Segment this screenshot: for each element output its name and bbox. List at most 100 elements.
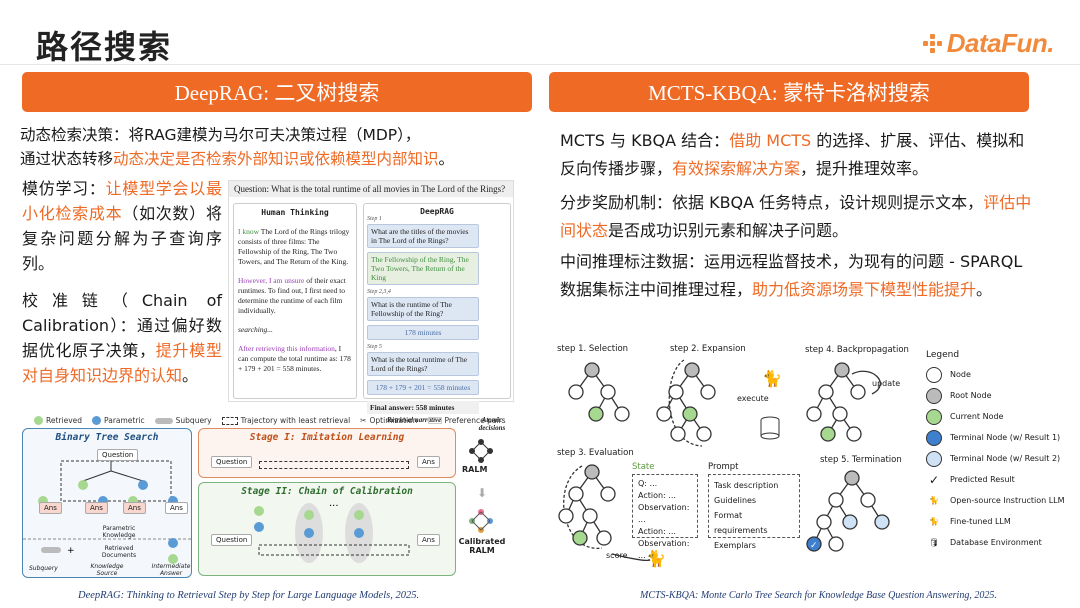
mcts-step5-label: step 5. Termination [820,455,902,465]
text: 动态检索决策：将RAG建模为马尔可夫决策过程（MDP）， [20,126,421,144]
root-node-icon [926,387,942,404]
training-legend: Retrieved Parametric Subquery Trajectory… [34,416,506,425]
legend-terminal1: Terminal Node (w/ Result 1) [926,427,1076,448]
text: 中间推理标注数据：运用远程监督技术，为现有的问题 - SPARQL 数据集标注中… [560,252,1023,299]
step-label: Step 5 [367,344,382,350]
prompt-line: Exemplars [714,541,756,550]
human-thinking-panel: Human Thinking I know The Lord of the Ri… [233,203,357,399]
terminal-node-2-icon [926,450,942,467]
text: Current Node [950,412,1004,421]
deeprag-title: DeepRAG [420,207,454,216]
prompt-label: Prompt [708,462,739,472]
text: ，提升推理效率。 [800,159,929,178]
state-box: Q: ... Action: ... Observation: ... Acti… [632,474,698,560]
text: Predicted Result [950,475,1015,484]
text: Preference pairs [444,416,506,425]
text: Fine-tuned LLM [950,517,1011,526]
database-icon: 🛢 [928,538,940,547]
bts-title: Binary Tree Search [55,432,159,443]
llm-cat-icon: 🐈 [929,496,939,505]
mcts-step1-label: step 1. Selection [557,344,629,354]
mcts-kbqa-banner: MCTS-KBQA: 蒙特卡洛树搜索 [549,72,1029,112]
page-title: 路径搜索 [36,28,173,66]
human-thinking-title: Human Thinking [261,208,329,217]
legend-node: Node [926,364,1076,385]
deeprag-point-2: 模仿学习：让模型学会以最小化检索成本（如次数）将复杂问题分解为子查询序列。 [22,176,222,276]
state-line: Observation: ... [638,503,690,524]
prompt-line: Format requirements [714,511,768,535]
text: MCTS 与 KBQA 结合： [560,131,730,150]
legend-predicted: ✓ Predicted Result [926,469,1076,490]
svg-text:✓: ✓ [810,541,818,551]
legend-preference: Preference pairs [427,416,506,425]
stage1-question-tag: Question [211,456,253,468]
text: 。 [438,150,455,168]
legend-finetuned-llm: 🐈Fine-tuned LLM [926,511,1076,532]
legend-database: 🛢Database Environment [926,532,1076,553]
legend-current-node: Current Node [926,406,1076,427]
datafun-logo: DataFun. [922,28,1055,59]
deeprag-banner: DeepRAG: 二叉树搜索 [22,72,532,112]
deeprag-panel: DeepRAG Step 1 What are the titles of th… [363,203,511,432]
step-label: Step 2,3,4 [367,289,391,295]
node-icon [926,366,942,383]
retrieved-documents-label: Retrieved Documents [101,545,137,559]
text: 的选择、扩展、评估、模拟和反向传播步骤， [560,131,1025,178]
mcts-point-3: 中间推理标注数据：运用远程监督技术，为现有的问题 - SPARQL 数据集标注中… [560,248,1040,304]
bts-ans-tag: Ans [123,502,146,514]
prompt-box: Task description Guidelines Format requi… [708,474,800,550]
legend-terminal2: Terminal Node (w/ Result 2) [926,448,1076,469]
text: However, I am unsure [238,276,305,285]
text: 。 [182,366,199,385]
text: Terminal Node (w/ Result 1) [950,433,1061,442]
optimization-icon: ✂ [360,416,367,425]
mcts-point-2: 分步奖励机制：依据 KBQA 任务特点，设计规则提示文本，评估中间状态是否成功识… [560,189,1040,245]
text: Optimization [369,416,418,425]
human-para-1: I know The Lord of the Rings trilogy con… [238,227,352,267]
text: Parametric [104,416,145,425]
answer-box: 178 + 179 + 201 = 558 minutes [367,380,479,395]
deeprag-citation: DeepRAG: Thinking to Retrieval Step by S… [78,590,420,601]
final-answer: Final answer: 558 minutes [367,401,479,414]
svg-text:🐈: 🐈 [646,549,666,568]
answer-box: The Fellowship of the Ring, The Two Towe… [367,252,479,285]
mcts-legend: Legend Node Root Node Current Node Termi… [926,350,1076,560]
mcts-point-1: MCTS 与 KBQA 结合：借助 MCTS 的选择、扩展、评估、模拟和反向传播… [560,127,1040,183]
stage2-title: Stage II: Chain of Calibration [241,486,413,497]
state-line: Action: ... [638,491,676,500]
legend-root-node: Root Node [926,385,1076,406]
text: Root Node [950,391,992,400]
retrieval-narrative-label: Retrieval narrative [387,416,442,424]
execute-text: execute [737,394,769,403]
checkmark-icon: ✓ [928,472,940,487]
legend-optimization: ✂Optimization [360,416,417,425]
current-node-icon [926,408,942,425]
atomic-decisions-label: Atomic decisions [478,416,506,432]
text: Subquery [175,416,212,425]
text: 通过状态转移 [20,150,114,168]
ralm-label: RALM [462,465,488,474]
human-para-2: However, I am unsure of their exact runt… [238,276,352,316]
header-divider [0,64,1080,65]
human-para-3: searching... [238,325,273,334]
svg-text:update: update [872,379,900,388]
text: 。 [976,280,993,299]
bts-ans-tag: Ans [85,502,108,514]
step-label: Step 1 [367,216,382,222]
legend-title: Legend [926,350,960,360]
deeprag-point-3: 校准链（Chain of Calibration）：通过偏好数据优化原子决策，提… [22,288,222,388]
calibrated-ralm-network-icon [469,509,493,533]
subquery-box: What are the titles of the movies in The… [367,224,479,248]
intermediate-answer-label: Intermediate Answer [151,563,191,577]
bts-ans-tag: Ans [39,502,62,514]
svg-text:···: ··· [329,501,339,512]
highlight-text: 有效探索解决方案 [672,159,801,178]
stage2-question-tag: Question [211,534,253,546]
legend-open-llm: 🐈Open-source Instruction LLM [926,490,1076,511]
state-line: Observation: ... [638,539,690,560]
state-label: State [632,462,655,472]
text: 是否成功识别元素和解决子问题。 [608,221,849,240]
state-line: Action: ... [638,527,676,536]
binary-tree-search-panel: Binary Tree Search + Question Ans Ans An… [22,428,193,578]
text: Retrieved [46,416,83,425]
